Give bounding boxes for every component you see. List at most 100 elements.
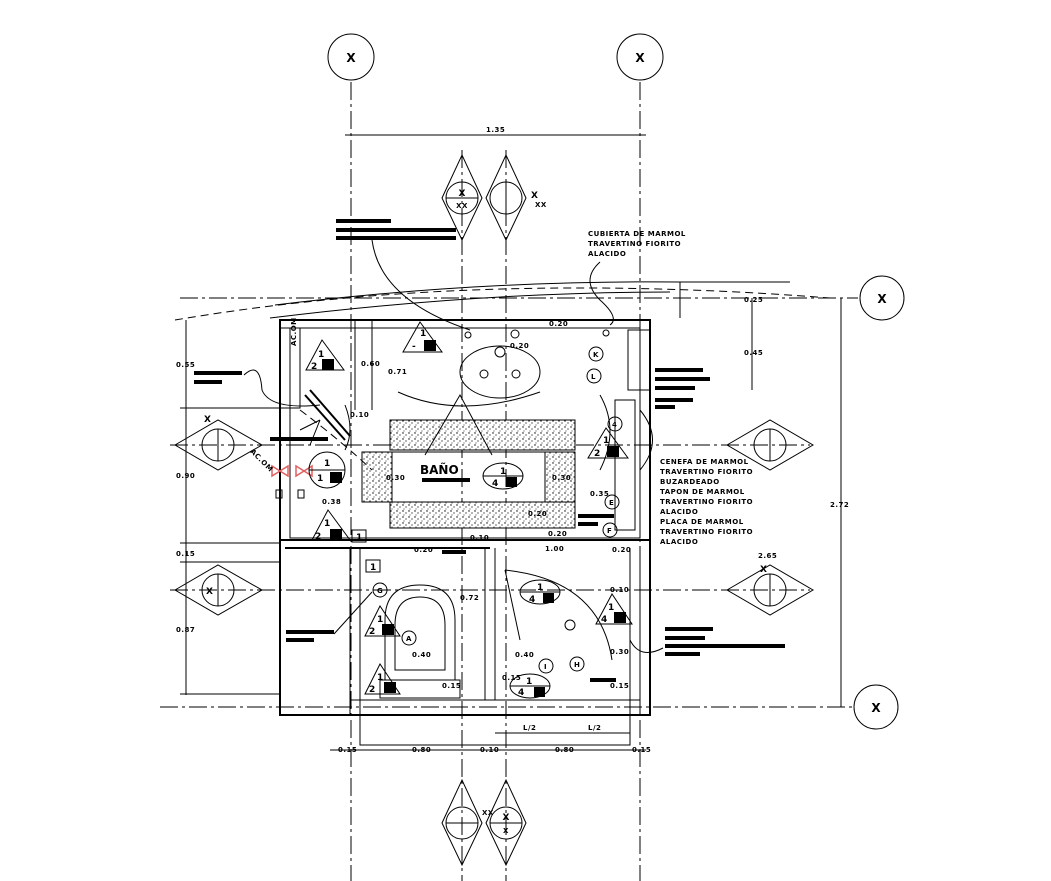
vanity-counter (361, 391, 576, 529)
drawing-text: 1.00 (545, 545, 564, 553)
drawing-text: ALACIDO (660, 538, 698, 546)
drawing-text: 1 (377, 615, 383, 625)
drawing-text: X (459, 189, 466, 199)
drawing-text: 0.80 (555, 746, 574, 754)
drawing-text: 0.87 (176, 626, 195, 634)
axis-bubble-top-left: X (327, 33, 375, 81)
drawing-text: I (544, 663, 547, 671)
drawing-text: 2 (369, 627, 375, 637)
drawing-text: 0.15 (176, 550, 195, 558)
drawing-text: 4 (601, 615, 607, 625)
drawing-text: 0.10 (350, 411, 369, 419)
drawing-text: TRAVERTINO FIORITO (588, 240, 681, 248)
drawing-text: BUZARDEADO (660, 478, 720, 486)
drawing-text: PLACA DE MARMOL (660, 518, 744, 526)
roof-edge (174, 281, 831, 321)
drawing-text: 0.10 (480, 746, 499, 754)
tag-circle: 1 4 (519, 579, 561, 605)
note-placa: PLACA DE MARMOL TRAVERTINO FIORITO ALACI… (660, 518, 753, 546)
axis-label: X (877, 292, 887, 306)
drawing-text: 2.65 (758, 552, 777, 560)
axis-label: X (871, 701, 881, 715)
drawing-text: 1 (526, 677, 532, 687)
drawing-text: X (206, 587, 213, 597)
tag-triangle: 1 - (402, 321, 443, 353)
drawing-text: XX (482, 809, 494, 817)
drawing-text: 0.15 (502, 674, 521, 682)
sink-fixture (459, 329, 610, 399)
drawing-text: 1 (356, 533, 362, 543)
drawing-text: X (760, 565, 767, 575)
drawing-text: L/2 (588, 724, 601, 732)
drawing-text: 0.45 (744, 349, 763, 357)
drawing-text: X (531, 191, 538, 201)
drawing-text: 0.38 (322, 498, 341, 506)
drawing-text: H (574, 661, 580, 669)
drawing-text: 0.72 (460, 594, 479, 602)
drawing-text: E (609, 499, 614, 507)
tag-circle: 1 4 (509, 673, 551, 699)
note-cenefa: CENEFA DE MARMOL TRAVERTINO FIORITO BUZA… (660, 458, 753, 486)
drawing-text: ALACIDO (588, 250, 626, 258)
drawing-text: 0.30 (552, 474, 571, 482)
drawing-text: 0.40 (412, 651, 431, 659)
tag-triangle: 1 2 (364, 663, 401, 695)
tag-triangle: 1 4 (595, 593, 633, 625)
drawing-text: 2 (369, 685, 375, 695)
drawing-text: A (406, 635, 412, 643)
axis-bubble-right-top: X (859, 275, 905, 321)
drawing-text: 0.10 (610, 586, 629, 594)
drawing-text: ALACIDO (660, 508, 698, 516)
drawing-text: CUBIERTA DE MARMOL (588, 230, 686, 238)
section-marker-right: X (726, 419, 814, 616)
section-marker-top: X XX X XX (441, 153, 546, 242)
axis-bubble-top-right: X (616, 33, 664, 81)
drawing-text: 0.15 (632, 746, 651, 754)
drawing-text: 1 (420, 329, 426, 339)
drawing-text: TRAVERTINO FIORITO (660, 498, 753, 506)
note-tapon: TAPON DE MARMOL TRAVERTINO FIORITO ALACI… (660, 488, 753, 516)
tag-triangle: 1 2 1 (364, 559, 401, 637)
drawing-text: XX (456, 202, 468, 210)
drawing-text: 1 (537, 583, 543, 593)
drawing-text: 0.30 (386, 474, 405, 482)
drawing-text: 0.40 (515, 651, 534, 659)
drawing-text: 0.80 (412, 746, 431, 754)
tag-circle: 1 1 (308, 451, 346, 489)
drawing-text: 1 (318, 350, 324, 360)
axis-label: X (346, 51, 356, 65)
tag-triangle: 1 2 4 (587, 416, 629, 459)
drawing-text: K (593, 351, 599, 359)
drawing-text: AC.OM (290, 317, 298, 346)
drawing-text: X (204, 415, 211, 425)
drawing-text: 0.55 (176, 361, 195, 369)
drawing-text: 0.20 (414, 546, 433, 554)
redacted-note-bars (194, 219, 785, 682)
drawing-text: 2.72 (830, 501, 849, 509)
drawing-text: 0.90 (176, 472, 195, 480)
drawing-text: F (607, 527, 612, 535)
drawing-text: 1.35 (486, 126, 505, 134)
dimension-lines (180, 134, 842, 751)
drawing-text: 4 (518, 688, 524, 698)
drawing-text: TRAVERTINO FIORITO (660, 468, 753, 476)
axis-bubble-right-bottom: X (853, 684, 899, 730)
axis-label: X (635, 51, 645, 65)
drawing-text: 0.20 (548, 530, 567, 538)
valve-icons (271, 464, 313, 499)
drawing-text: 2 (594, 449, 600, 459)
drawing-text: 0.15 (610, 682, 629, 690)
note-cubierta: CUBIERTA DE MARMOL TRAVERTINO FIORITO AL… (588, 230, 686, 326)
drawing-text: 1 (324, 519, 330, 529)
drawing-text: 0.25 (744, 296, 763, 304)
drawing-text: G (377, 587, 383, 595)
drawing-text: CENEFA DE MARMOL (660, 458, 749, 466)
fixture-letter-tags: A K L E F G H I (372, 346, 620, 674)
drawing-text: 1 (603, 436, 609, 446)
drawing-text: X (503, 827, 509, 835)
room-label: BAÑO (420, 462, 459, 477)
drawing-text: 2 (315, 532, 321, 542)
drawing-text: 0.71 (388, 368, 407, 376)
drawing-text: 1 (324, 459, 330, 469)
